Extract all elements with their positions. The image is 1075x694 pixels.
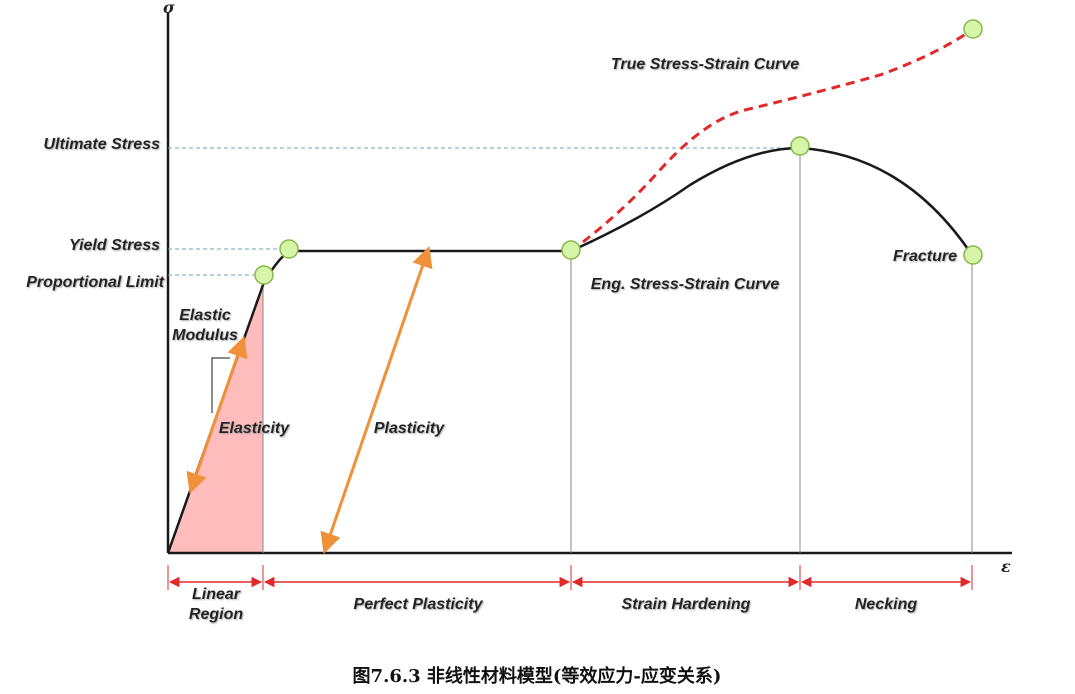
fracture-label: Fracture (893, 248, 957, 265)
eng-stress-strain-curve (166, 146, 974, 554)
elasticity-label: Elasticity (219, 420, 290, 437)
proportional-limit-label: Proportional Limit (26, 274, 164, 291)
eng-curve-label: Eng. Stress-Strain Curve (591, 276, 780, 293)
plasticity-arrow (320, 246, 433, 554)
hardening-start-marker (561, 240, 581, 260)
fracture-marker (963, 245, 983, 265)
yield-point-marker (279, 239, 299, 259)
linear-region-label-line2: Region (189, 606, 243, 623)
elastic-modulus-label-line1: Elastic (179, 307, 231, 324)
elasticity-arrow (186, 336, 248, 494)
true-curve-label: True Stress-Strain Curve (611, 56, 799, 73)
x-axis-symbol: ε (1001, 557, 1011, 576)
ultimate-stress-label: Ultimate Stress (44, 136, 161, 153)
plasticity-label: Plasticity (374, 420, 445, 437)
perfect-plasticity-label: Perfect Plasticity (354, 596, 484, 613)
elastic-modulus-label-line2: Modulus (172, 327, 238, 344)
figure-caption: 图7.6.3 非线性材料模型(等效应力-应变关系) (353, 665, 722, 687)
ultimate-stress-marker (790, 136, 810, 156)
yield-stress-label: Yield Stress (69, 237, 160, 254)
y-axis-symbol: σ (163, 0, 175, 17)
linear-region-label-line1: Linear (192, 586, 241, 603)
strain-hardening-label: Strain Hardening (622, 596, 751, 613)
necking-label: Necking (855, 596, 917, 613)
proportional-limit-marker (254, 265, 274, 285)
true-fracture-marker (963, 19, 983, 39)
true-stress-strain-curve (570, 28, 973, 253)
